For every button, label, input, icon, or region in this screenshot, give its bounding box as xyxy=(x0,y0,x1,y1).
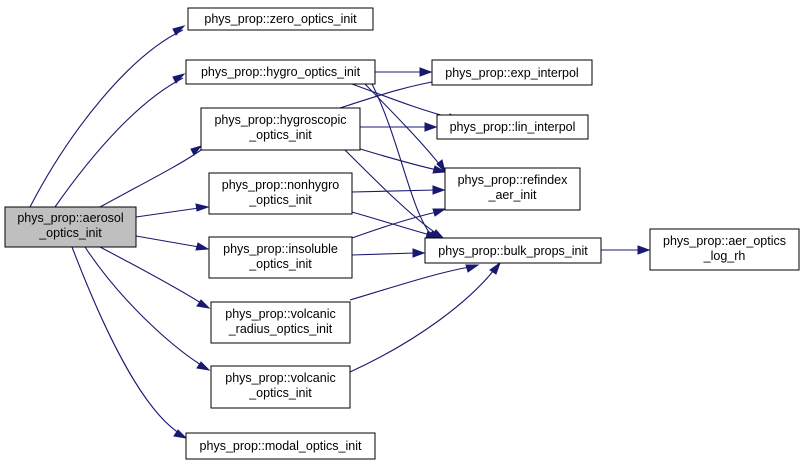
node-lin-interpol[interactable]: phys_prop::lin_interpol xyxy=(436,114,589,140)
node-label: _optics_init xyxy=(248,386,312,400)
node-label: phys_prop::volcanic xyxy=(225,371,335,385)
arrow-hygro-refindex xyxy=(436,159,446,174)
edge-aerosol-to-insoluble xyxy=(135,235,200,248)
nodes: phys_prop::aerosol _optics_init phys_pro… xyxy=(4,7,800,460)
node-hygro-optics-init[interactable]: phys_prop::hygro_optics_init xyxy=(185,59,376,85)
arrow-to-nonhygro xyxy=(195,203,210,212)
arrow-to-volcanic xyxy=(196,361,211,371)
node-bulk-props-init[interactable]: phys_prop::bulk_props_init xyxy=(424,237,602,264)
node-label: _optics_init xyxy=(248,128,312,142)
edge-aerosol-to-nonhygro xyxy=(135,207,200,218)
edge-insoluble-to-refindex xyxy=(351,211,438,239)
edge-aerosol-to-volcanic xyxy=(84,246,202,366)
node-label: _optics_init xyxy=(248,193,312,207)
arrow-hygroscopic-lin xyxy=(424,122,438,132)
node-label: _radius_optics_init xyxy=(228,322,333,336)
node-zero-optics-init[interactable]: phys_prop::zero_optics_init xyxy=(187,7,374,31)
edge-aerosol-to-hygroscopic xyxy=(99,149,202,208)
node-label: _log_rh xyxy=(703,249,746,263)
arrow-insoluble-refindex xyxy=(432,208,447,217)
node-label: _optics_init xyxy=(38,226,102,240)
edge-aerosol-to-modal xyxy=(71,246,183,436)
arrow-volcanic-bulk xyxy=(489,261,502,275)
edge-volc-radius-to-bulk xyxy=(349,266,471,301)
node-hygroscopic-optics-init[interactable]: phys_prop::hygroscopic _optics_init xyxy=(200,107,361,151)
node-label: phys_prop::lin_interpol xyxy=(450,120,576,134)
node-label: phys_prop::hygro_optics_init xyxy=(201,65,361,79)
node-label: phys_prop::refindex xyxy=(458,173,569,187)
node-label: phys_prop::nonhygro xyxy=(222,178,339,192)
edge-hygroscopic-to-bulk xyxy=(344,149,438,235)
edge-aerosol-to-hygro xyxy=(54,77,184,208)
edge-volcanic-to-bulk xyxy=(349,269,495,373)
node-label: _optics_init xyxy=(248,257,312,271)
edge-nonhygro-to-refindex xyxy=(351,189,436,193)
edge-nonhygro-to-bulk xyxy=(351,211,431,236)
edge-aerosol-to-volc-radius xyxy=(99,246,202,304)
arrow-to-volc-radius xyxy=(196,299,211,309)
arrow-nonhygro-refindex xyxy=(432,185,446,195)
edge-hygroscopic-to-refindex xyxy=(356,147,438,171)
arrow-to-zero xyxy=(172,25,186,36)
node-label: phys_prop::zero_optics_init xyxy=(204,12,357,26)
node-label: _aer_init xyxy=(488,188,537,202)
arrow-insoluble-bulk xyxy=(412,248,426,258)
node-label: phys_prop::hygroscopic xyxy=(214,113,346,127)
node-modal-optics-init[interactable]: phys_prop::modal_optics_init xyxy=(185,432,376,460)
edges xyxy=(29,25,651,439)
node-refindex-aer-init[interactable]: phys_prop::refindex _aer_init xyxy=(444,167,581,211)
arrow-hygroscopic-refindex xyxy=(432,165,447,174)
arrow-to-modal xyxy=(173,429,188,439)
arrow-to-hygroscopic xyxy=(190,145,203,156)
node-label: phys_prop::insoluble xyxy=(223,242,338,256)
node-label: phys_prop::bulk_props_init xyxy=(438,244,588,258)
node-nonhygro-optics-init[interactable]: phys_prop::nonhygro _optics_init xyxy=(208,172,353,215)
node-exp-interpol[interactable]: phys_prop::exp_interpol xyxy=(431,59,593,86)
node-label: phys_prop::volcanic xyxy=(225,307,335,321)
node-insoluble-optics-init[interactable]: phys_prop::insoluble _optics_init xyxy=(208,236,353,279)
edge-aerosol-to-zero xyxy=(29,29,184,208)
node-label: phys_prop::modal_optics_init xyxy=(200,439,362,453)
node-label: phys_prop::aer_optics xyxy=(663,234,786,248)
arrow-to-hygro xyxy=(172,73,186,84)
node-label: phys_prop::exp_interpol xyxy=(445,66,578,80)
node-aerosol-optics-init[interactable]: phys_prop::aerosol _optics_init xyxy=(4,206,137,248)
arrow-volc-radius-bulk xyxy=(465,264,480,273)
node-volcanic-optics-init[interactable]: phys_prop::volcanic _optics_init xyxy=(210,365,351,409)
arrow-hygro-exp xyxy=(419,67,433,77)
edge-hygro-to-bulk xyxy=(371,83,433,237)
node-label: phys_prop::aerosol xyxy=(17,211,123,225)
arrow-to-insoluble xyxy=(195,242,210,251)
node-aer-optics-log-rh[interactable]: phys_prop::aer_optics _log_rh xyxy=(649,228,800,271)
edge-insoluble-to-bulk xyxy=(351,252,416,256)
node-volcanic-radius-optics-init[interactable]: phys_prop::volcanic _radius_optics_init xyxy=(210,301,351,344)
arrow-bulk-aer-optics xyxy=(637,245,651,255)
